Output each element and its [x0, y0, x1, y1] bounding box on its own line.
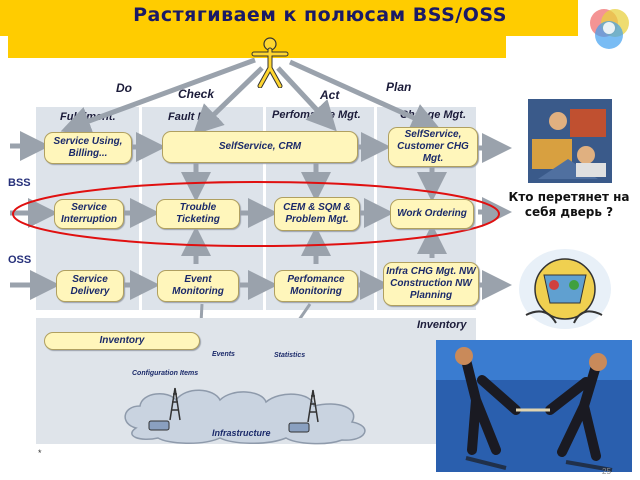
footnote-mark: *	[38, 448, 42, 458]
person-icon	[251, 37, 289, 88]
box-service-interruption: Service Interruption	[54, 199, 124, 229]
antenna-icon	[307, 389, 319, 423]
antenna-icon	[169, 387, 181, 421]
box-service-delivery: Service Delivery	[56, 270, 124, 302]
venn-icon	[590, 9, 629, 49]
label-statistics: Statistics	[274, 352, 306, 359]
question-text: Кто перетянет на себя дверь ?	[508, 190, 630, 219]
tug-of-war-photo	[436, 340, 632, 472]
box-infra-chg: Infra CHG Mgt. NW Construction NW Planni…	[383, 262, 479, 306]
box-service-using: Service Using, Billing...	[44, 132, 132, 164]
inventory-panel-label: Inventory	[417, 319, 467, 331]
router-icon	[148, 420, 170, 431]
layer-bss: BSS	[8, 177, 31, 189]
office-photo	[528, 99, 612, 183]
box-trouble-ticketing: Trouble Ticketing	[156, 199, 240, 229]
box-selfservice-customer-chg: SelfService, Customer CHG Mgt.	[388, 127, 478, 167]
slide-title-text: Растягиваем к полюсам BSS/OSS	[133, 4, 507, 26]
label-configuration-items: Configuration Items	[132, 370, 199, 377]
box-event-monitoring: Event Monitoring	[157, 270, 239, 302]
box-cem-sqm-problem: CEM & SQM & Problem Mgt.	[274, 197, 360, 231]
box-performance-monitoring: Perfomance Monitoring	[274, 270, 358, 302]
box-inventory: Inventory	[44, 332, 200, 350]
box-work-ordering: Work Ordering	[390, 199, 474, 229]
slide-title: Растягиваем к полюсам BSS/OSS	[0, 4, 640, 26]
label-infrastructure: Infrastructure	[212, 428, 271, 438]
title-band-tab	[8, 36, 506, 58]
verb-do: Do	[116, 81, 132, 95]
cartoon-photo	[519, 249, 611, 329]
label-events: Events	[212, 351, 235, 358]
verb-check: Check	[178, 87, 215, 101]
router-icon	[288, 422, 310, 433]
page-number: 25	[602, 467, 611, 476]
verb-plan: Plan	[386, 80, 412, 94]
box-selfservice-crm: SelfService, CRM	[162, 131, 358, 163]
title-band	[0, 0, 578, 36]
verb-act: Act	[320, 88, 340, 102]
layer-oss: OSS	[8, 254, 32, 266]
